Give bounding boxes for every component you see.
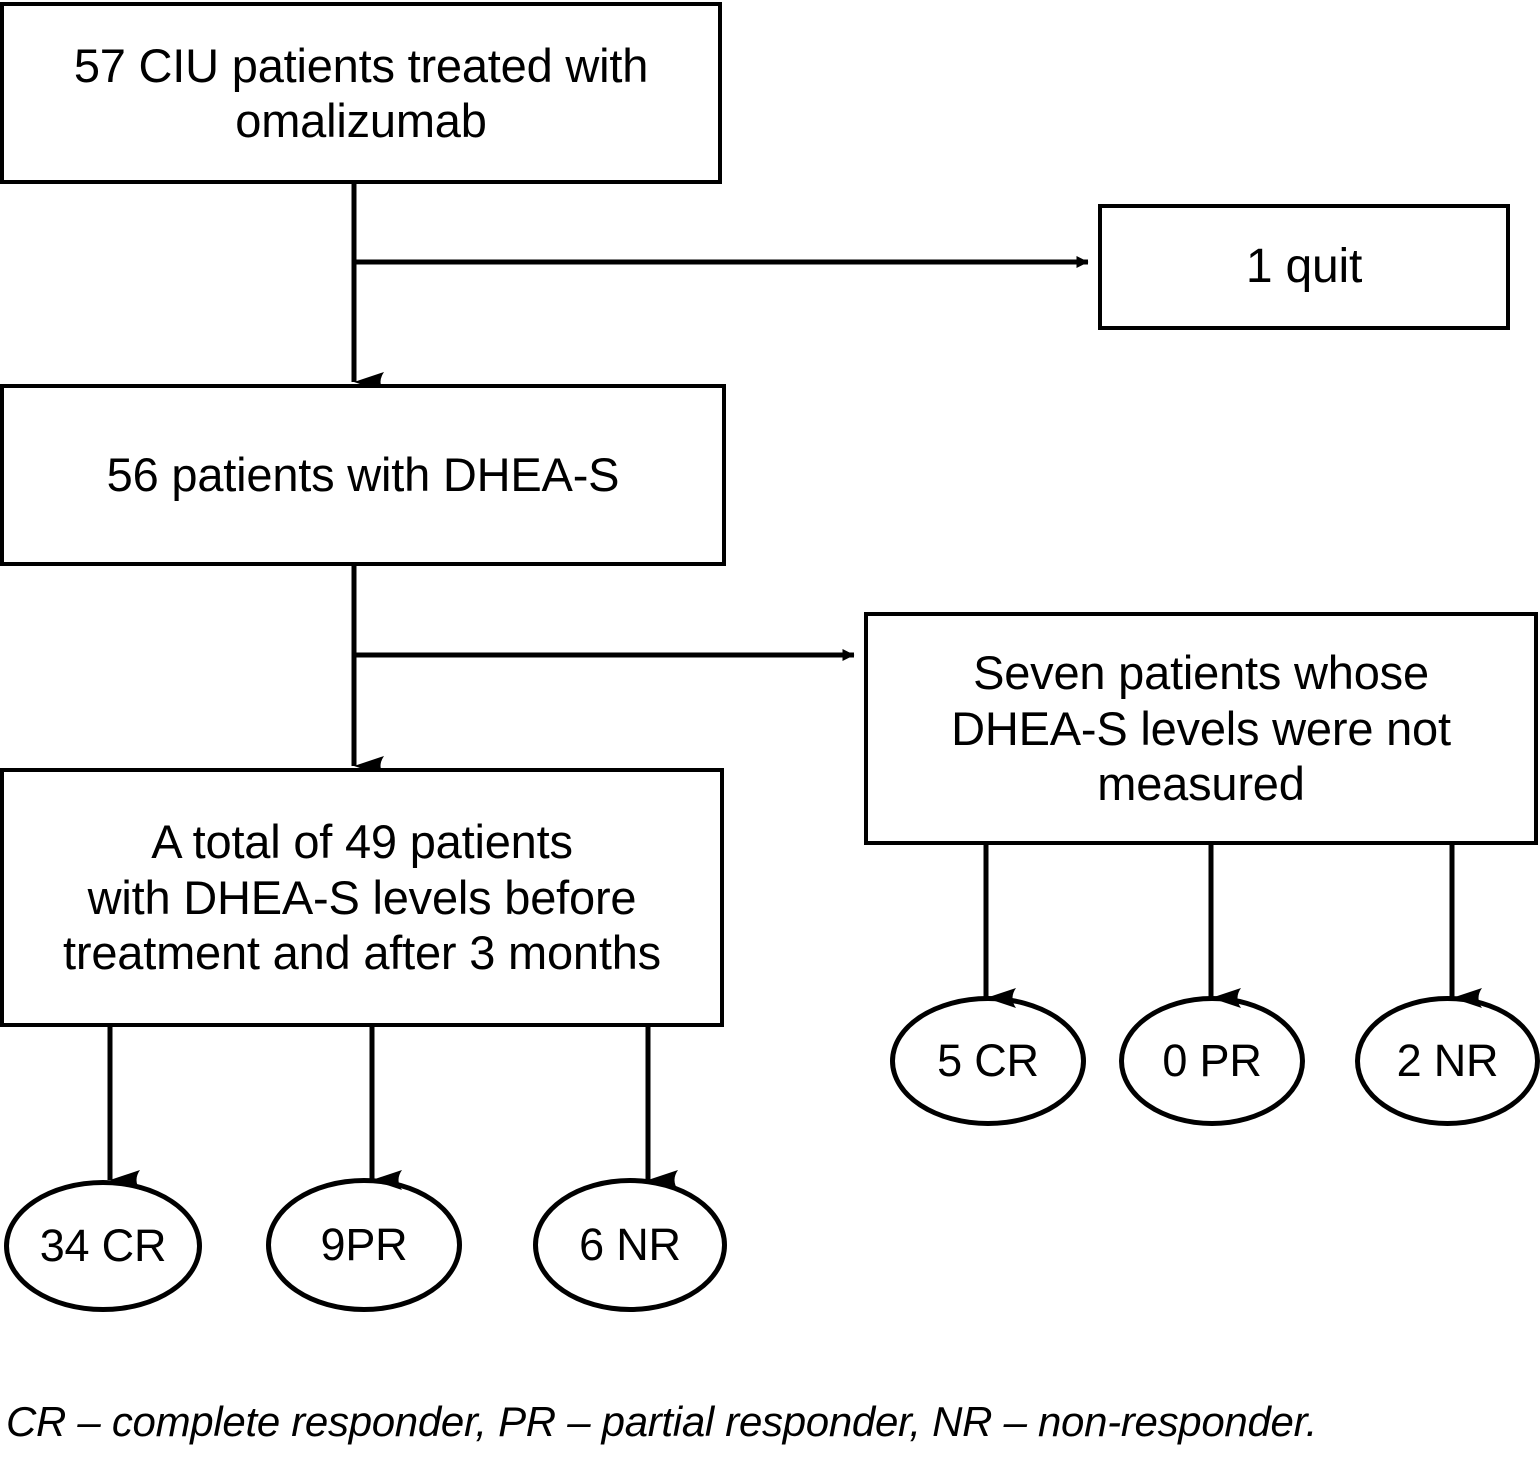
- ellipse-5-cr: 5 CR: [890, 996, 1086, 1126]
- legend-caption: CR – complete responder, PR – partial re…: [6, 1398, 1318, 1445]
- box-quit: 1 quit: [1098, 204, 1510, 330]
- box-total-49-patients: A total of 49 patients with DHEA-S level…: [0, 768, 724, 1027]
- box-enrolled-patients: 57 CIU patients treated with omalizumab: [0, 2, 722, 184]
- box-dheas-not-measured: Seven patients whose DHEA-S levels were …: [864, 612, 1538, 845]
- ellipse-9-pr: 9PR: [266, 1178, 462, 1312]
- box-patients-with-dheas: 56 patients with DHEA-S: [0, 384, 726, 566]
- ellipse-0-pr: 0 PR: [1119, 996, 1305, 1126]
- ellipse-6-nr: 6 NR: [533, 1178, 727, 1312]
- ellipse-2-nr: 2 NR: [1355, 996, 1540, 1126]
- ellipse-34-cr: 34 CR: [4, 1180, 202, 1312]
